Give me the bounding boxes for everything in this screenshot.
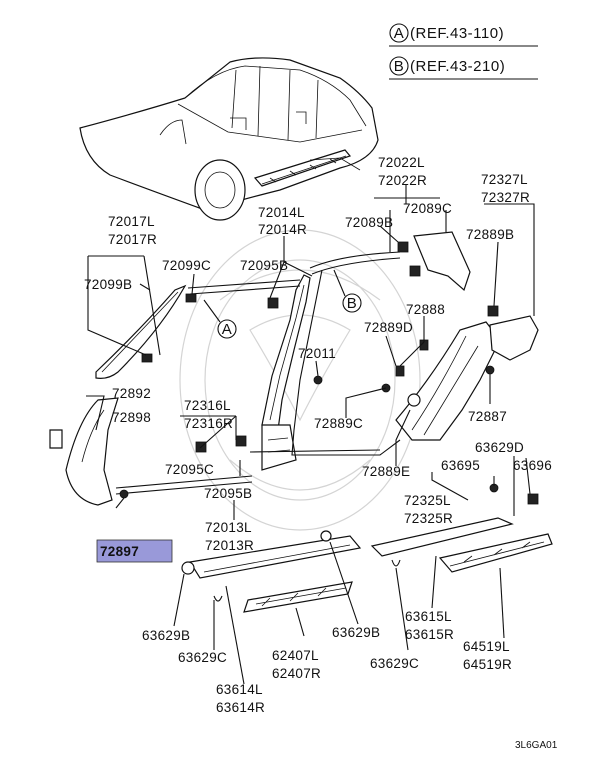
- screw-icon: [313, 375, 323, 385]
- ref-b-text: (REF.43-210): [410, 58, 505, 75]
- car-outline: [79, 57, 379, 221]
- label-72095c: 72095C: [165, 462, 214, 477]
- ref-a: A (REF.43-110): [389, 23, 538, 47]
- label-72889d: 72889D: [364, 320, 413, 335]
- label-63629d: 63629D: [475, 440, 524, 455]
- label-72887: 72887: [468, 409, 507, 424]
- screw-icon: [119, 489, 129, 499]
- label-63629c-left: 63629C: [178, 650, 227, 665]
- callout-b: B: [333, 269, 362, 313]
- label-63629c-right: 63629C: [370, 656, 419, 671]
- label-72889b: 72889B: [466, 227, 514, 242]
- clip-icon: [487, 305, 499, 317]
- clip-icon: [395, 365, 405, 377]
- label-72898: 72898: [112, 410, 151, 425]
- label-72889e: 72889E: [362, 464, 410, 479]
- label-72099c: 72099C: [162, 258, 211, 273]
- screw-icon: [485, 365, 495, 375]
- clip-icon: [235, 435, 247, 447]
- label-63615l: 63615L: [405, 609, 452, 624]
- label-72017r: 72017R: [108, 232, 157, 247]
- label-72325l: 72325L: [404, 493, 451, 508]
- clip-icon: [185, 293, 197, 303]
- label-63629b-left: 63629B: [142, 628, 190, 643]
- highlight-box-72897: [96, 539, 173, 563]
- label-72013r: 72013R: [205, 538, 254, 553]
- label-72327r: 72327R: [481, 190, 530, 205]
- label-72327l: 72327L: [481, 172, 528, 187]
- label-72022r: 72022R: [378, 173, 427, 188]
- label-72022l: 72022L: [378, 155, 425, 170]
- ref-a-text: (REF.43-110): [410, 25, 504, 42]
- label-72014r: 72014R: [258, 222, 307, 237]
- label-72316l: 72316L: [184, 398, 231, 413]
- label-63695: 63695: [441, 458, 480, 473]
- clip-icon: [267, 297, 279, 309]
- callout-b-letter: B: [347, 295, 358, 312]
- label-72099b: 72099B: [84, 277, 132, 292]
- part-labels: 72022L 72022R 72327L 72327R 72089C 72017…: [84, 155, 558, 751]
- label-72888: 72888: [406, 302, 445, 317]
- label-72325r: 72325R: [404, 511, 453, 526]
- ref-a-letter: A: [394, 25, 405, 42]
- clip-icon: [527, 493, 539, 505]
- clip-icon: [409, 265, 421, 277]
- label-63615r: 63615R: [405, 627, 454, 642]
- label-72095b-bottom: 72095B: [204, 486, 252, 501]
- ref-b-letter: B: [394, 58, 405, 75]
- label-64519l: 64519L: [463, 639, 510, 654]
- screw-icon: [320, 530, 332, 542]
- clip-icon: [141, 353, 153, 363]
- label-72095b-top: 72095B: [240, 258, 288, 273]
- clip-icon: [407, 393, 421, 407]
- diagram-code: 3L6GA01: [515, 740, 558, 751]
- label-63629b-right: 63629B: [332, 625, 380, 640]
- label-63696: 63696: [513, 458, 552, 473]
- label-62407r: 62407R: [272, 666, 321, 681]
- label-72011: 72011: [298, 346, 336, 361]
- label-72316r: 72316R: [184, 416, 233, 431]
- label-72089b: 72089B: [345, 215, 393, 230]
- cowl-side-trim: [49, 397, 119, 506]
- label-72897: 72897: [100, 544, 139, 559]
- label-63614l: 63614L: [216, 682, 263, 697]
- scuff-plates: [189, 517, 553, 613]
- label-72013l: 72013L: [205, 520, 252, 535]
- label-63614r: 63614R: [216, 700, 265, 715]
- label-72892: 72892: [112, 386, 151, 401]
- b-pillar-garnish: [261, 274, 311, 471]
- ref-b: B (REF.43-210): [389, 56, 538, 80]
- fasteners: [119, 241, 539, 602]
- label-62407l: 62407L: [272, 648, 319, 663]
- clip-icon: [213, 559, 401, 602]
- leader-lines: [86, 185, 535, 685]
- a-pillar-garnish: [95, 284, 187, 379]
- door-weatherstrips: [115, 251, 401, 495]
- label-72014l: 72014L: [258, 205, 305, 220]
- callout-a: A: [203, 299, 237, 339]
- clip-icon: [397, 241, 409, 253]
- ref-legend: A (REF.43-110) B (REF.43-210): [389, 23, 538, 80]
- label-64519r: 64519R: [463, 657, 512, 672]
- callout-a-letter: A: [222, 321, 233, 338]
- label-72889c: 72889C: [314, 416, 363, 431]
- label-72089c: 72089C: [403, 201, 452, 216]
- quarter-trim: [395, 231, 539, 441]
- clip-icon: [181, 561, 195, 575]
- label-72017l: 72017L: [108, 214, 155, 229]
